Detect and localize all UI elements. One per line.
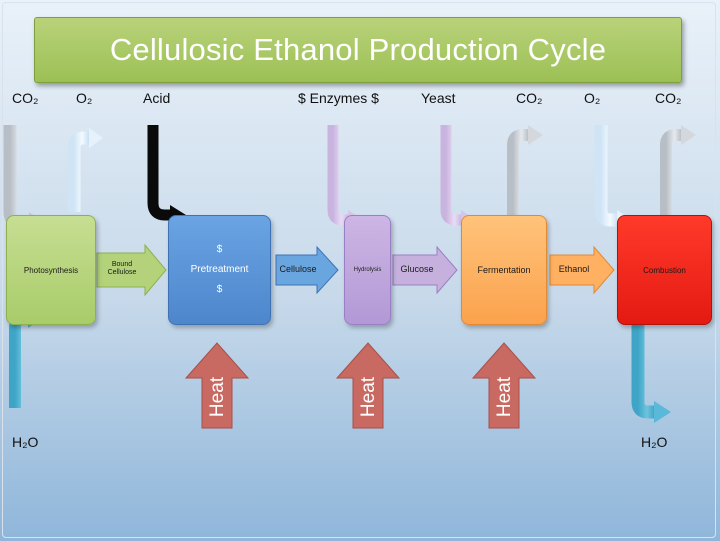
- combustion-label: Combustion: [643, 265, 686, 275]
- label-yeast: Yeast: [421, 90, 456, 106]
- label-h2o-in: H₂O: [12, 434, 39, 450]
- co2-fermentation-out-arrow: [507, 125, 543, 215]
- label-enzymes: $ Enzymes $: [298, 90, 379, 106]
- label-co2-combustion: CO₂: [655, 90, 682, 106]
- glucose-arrow: [392, 245, 458, 295]
- co2-combustion-out-arrow: [660, 125, 696, 215]
- ethanol-label: Ethanol: [558, 264, 590, 274]
- ethanol-arrow: [549, 245, 615, 295]
- fermentation-label: Fermentation: [477, 265, 531, 275]
- label-co2-in: CO₂: [12, 90, 39, 106]
- h2o-out-arrow: [631, 322, 671, 423]
- pretreatment-dollar-top: $: [216, 244, 223, 255]
- title-banner: Cellulosic Ethanol Production Cycle: [34, 17, 682, 83]
- cellulose-sub-label: Cellulose: [107, 269, 137, 276]
- glucose-label: Glucose: [400, 264, 434, 274]
- bound-label: Bound: [111, 261, 133, 268]
- combustion-box: Combustion: [617, 215, 712, 325]
- o2-out-arrow: [67, 128, 103, 212]
- cellulose-label: Cellulose: [279, 264, 317, 274]
- label-co2-fermentation: CO₂: [516, 90, 543, 106]
- cellulose-arrow: [275, 245, 339, 295]
- pretreatment-box: $ Pretreatment $: [168, 215, 271, 325]
- hydrolysis-label: Hydrolysis: [353, 267, 382, 273]
- heat-label-hydrolysis: Heat: [358, 376, 379, 418]
- heat-arrow-pretreatment: [184, 342, 250, 429]
- heat-arrow-hydrolysis: [335, 342, 401, 429]
- pretreatment-label: Pretreatment: [190, 264, 249, 275]
- pretreatment-dollar-bottom: $: [216, 284, 223, 295]
- label-h2o-out: H₂O: [641, 434, 668, 450]
- hydrolysis-box: Hydrolysis: [344, 215, 391, 325]
- heat-label-fermentation: Heat: [494, 376, 515, 418]
- photosynthesis-label: Photosynthesis: [23, 265, 79, 275]
- label-acid: Acid: [143, 90, 171, 106]
- bound-cellulose-label: Bound Cellulose: [100, 261, 144, 277]
- heat-label-pretreatment: Heat: [207, 376, 228, 418]
- photosynthesis-box: Photosynthesis: [6, 215, 96, 325]
- label-o2-in: O₂: [584, 90, 601, 106]
- bound-cellulose-arrow: [96, 243, 167, 297]
- heat-arrow-fermentation: [471, 342, 537, 429]
- page-title: Cellulosic Ethanol Production Cycle: [109, 32, 607, 67]
- fermentation-box: Fermentation: [461, 215, 547, 325]
- acid-arrow: [147, 125, 186, 225]
- label-o2-out: O₂: [76, 90, 93, 106]
